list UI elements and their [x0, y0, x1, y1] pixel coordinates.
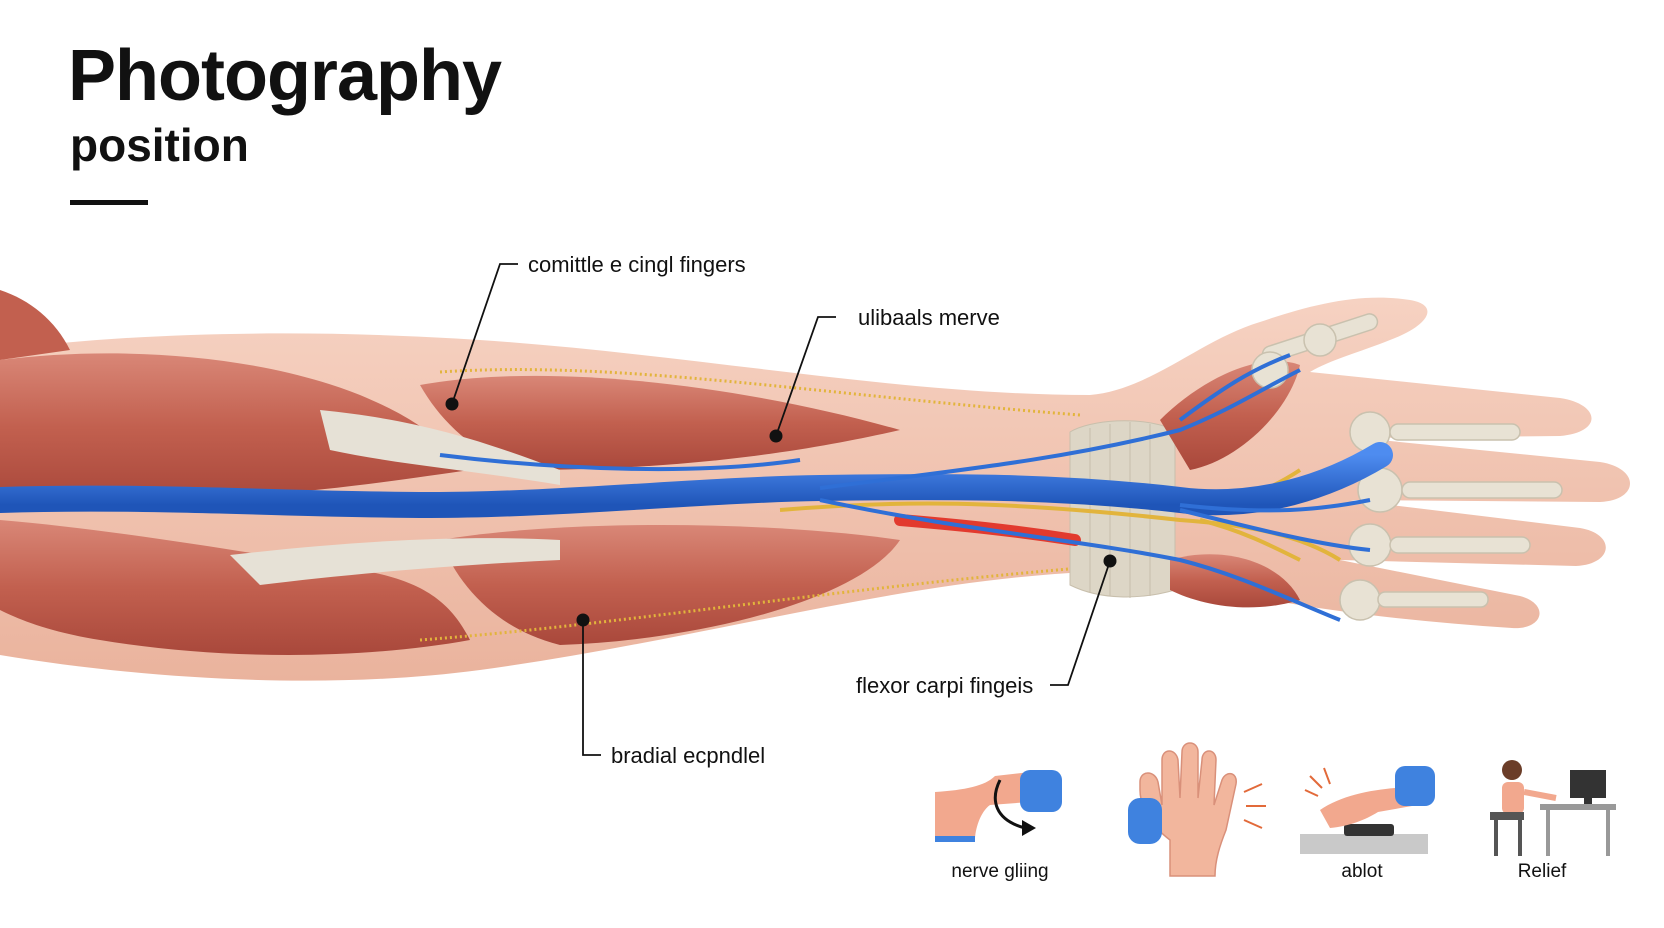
icon-caption-nerve-gliding: nerve gliing	[951, 861, 1049, 882]
callout-label-comittle: comittle e cingl fingers	[528, 252, 746, 277]
nerve-gliding-icon	[935, 770, 1062, 842]
ulnar-nerve	[0, 442, 1393, 519]
tendon-lower	[230, 538, 560, 585]
desk-posture-icon	[1490, 760, 1616, 856]
callout-label-bradial: bradial ecpndlel	[611, 743, 766, 768]
upper-arm-muscle	[0, 290, 70, 360]
title-underline	[70, 200, 148, 205]
page-title: Photography	[68, 36, 502, 116]
icon-caption-ablot: ablot	[1341, 861, 1383, 882]
ergonomic-keyboard-icon	[1300, 766, 1435, 854]
upper-muscle	[0, 353, 470, 502]
upper-muscle-2	[420, 375, 900, 470]
icon-caption-relief: Relief	[1517, 861, 1567, 882]
hand-tingling-icon	[1128, 742, 1266, 877]
callout-label-ulibaals: ulibaals merve	[858, 305, 1000, 330]
lower-muscle	[0, 520, 470, 655]
fat-line-top	[439, 368, 1081, 417]
tendon-upper	[320, 410, 560, 485]
page-subtitle: position	[70, 119, 249, 171]
nerve-blue-branches	[439, 353, 1371, 622]
callout-label-flexor: flexor carpi fingeis	[856, 673, 1034, 698]
fat-line-bottom	[419, 566, 1081, 642]
